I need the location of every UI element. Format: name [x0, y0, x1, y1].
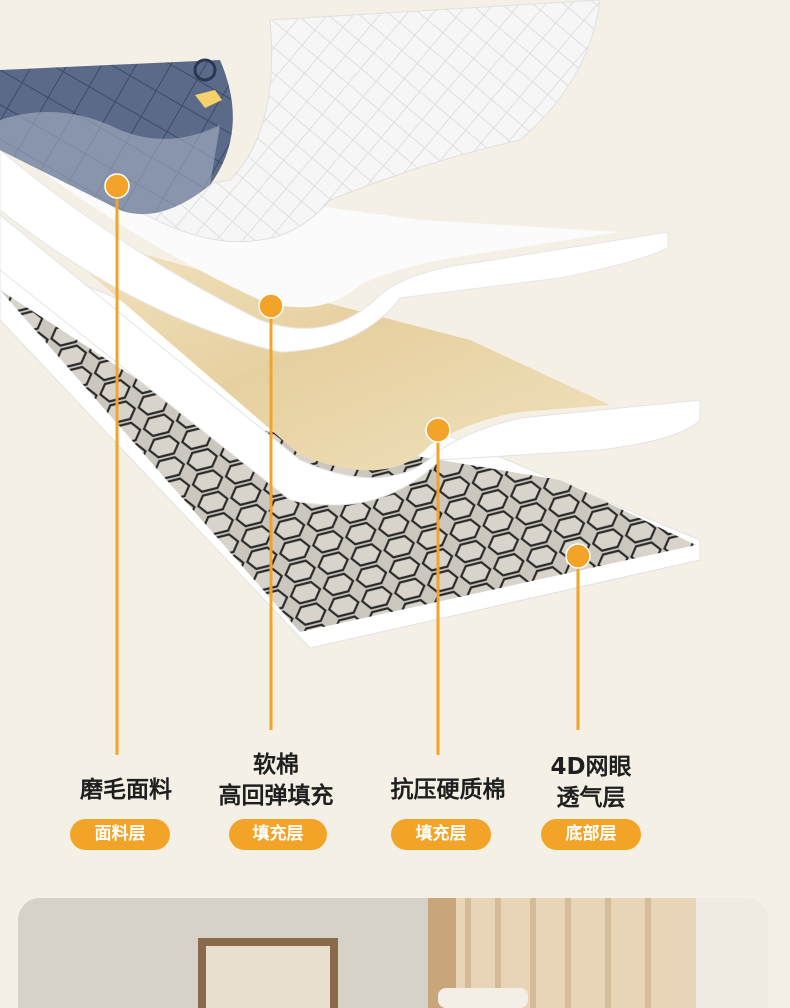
room-photo	[18, 898, 768, 1008]
quilted-top-layer	[0, 0, 601, 243]
layer-tag-fabric: 面料层	[70, 819, 170, 850]
marker-dot-soft	[258, 293, 284, 319]
layer-illustration	[0, 0, 701, 755]
marker-dot-mesh	[565, 543, 591, 569]
layer-title-fabric: 磨毛面料	[80, 777, 172, 803]
marker-dot-fabric	[104, 173, 130, 199]
layer-tag-mesh: 底部层	[541, 819, 641, 850]
marker-dot-hard	[425, 417, 451, 443]
leader-lines	[104, 173, 591, 755]
layer-title-mesh: 4D网眼 透气层	[550, 754, 632, 811]
room-photo-scene	[18, 898, 768, 1008]
layer-title-soft-cotton: 软棉 高回弹填充	[218, 752, 334, 809]
layer-tag-soft-cotton: 填充层	[229, 819, 327, 850]
layer-tag-hard-cotton: 填充层	[391, 819, 491, 850]
layer-title-hard-cotton: 抗压硬质棉	[390, 777, 506, 803]
